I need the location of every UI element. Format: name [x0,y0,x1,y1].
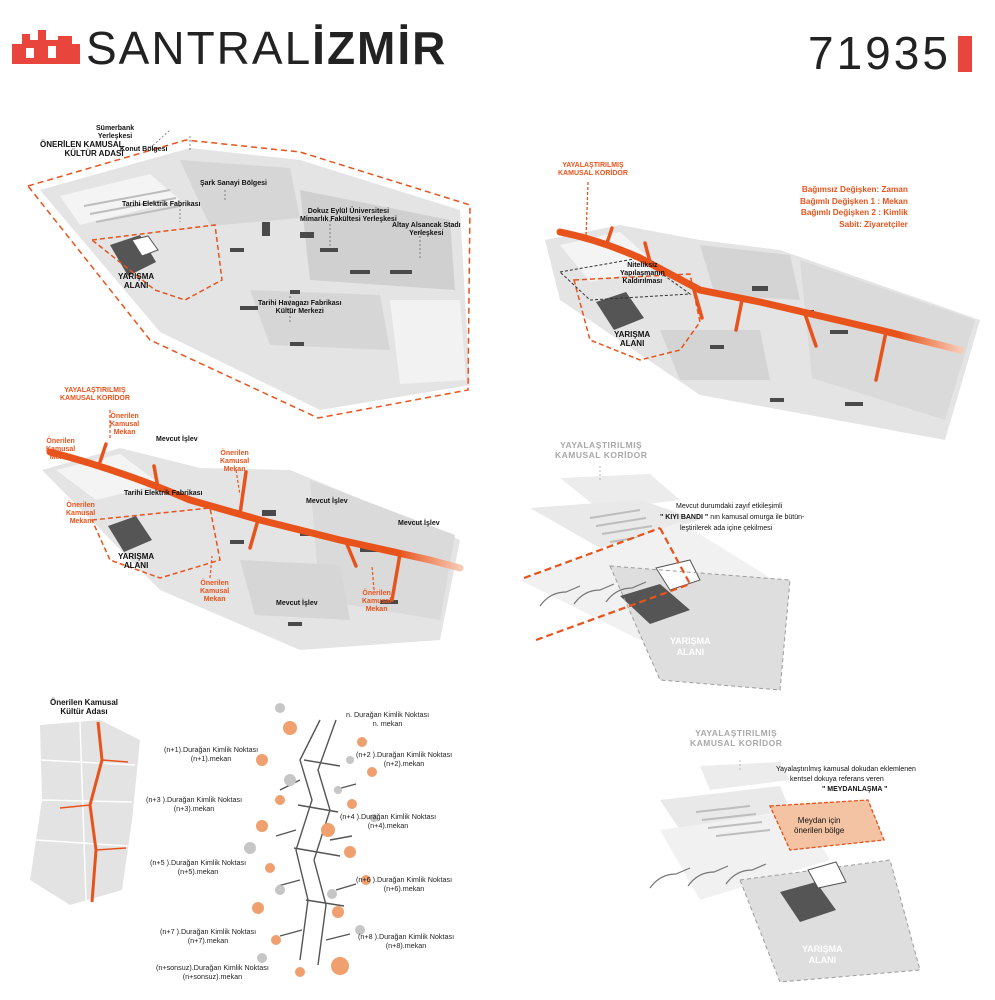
p3-onerilen-1: Önerilen Kamusal Mekan [110,413,140,436]
hypothesis-line: Bağımlı Değişken 2 : Kimlik [800,208,908,217]
p2-yarisma-label: YARIŞMA ALANI [614,330,651,348]
p2-corridor-label: YAYALAŞTIRILMIŞ KAMUSAL KORİDOR [558,162,628,177]
panel-2-map [545,181,980,440]
p5-point-n: n. Durağan Kimlik Noktası n. mekan [346,710,430,728]
p5-point-n1: (n+1).Durağan Kimlik Noktası (n+1).mekan [164,745,259,763]
logo-light-text: SANTRAL [86,22,313,74]
p3-onerilen-2: Önerilen Kamusal Mekan [46,438,76,461]
p3-tarihi-label: Tarihi Elektrik Fabrikası [124,490,203,497]
p6-desc-line2: kentsel dokuya referans veren [790,776,884,783]
p3-mevcut-1: Mevcut İşlev [156,436,198,443]
panel-5-map [30,703,378,977]
p4-desc-bold: " KIYI BANDI " [660,514,709,521]
hypothesis-line: Bağımsız Değişken: Zaman [801,185,908,194]
p5-point-n3: (n+3 ).Durağan Kimlik Noktası (n+3).meka… [146,795,243,813]
p5-point-n2: (n+2 ).Durağan Kimlik Noktası (n+2).meka… [356,750,453,768]
p4-corridor-label: YAYALAŞTIRILMIŞ KAMUSAL KORİDOR [555,440,648,460]
p1-label-sumerbank: Sümerbank Yerleşkesi [96,125,135,140]
p6-yarisma-label: YARIŞMA ALANI [802,944,843,965]
p3-onerilen-3: Önerilen Kamusal Mekan [220,450,250,473]
p5-point-nsonsuz: (n+sonsuz).Durağan Kimlik Noktası (n+son… [156,963,269,981]
p6-desc-line1: Yayalaştırılmış kamusal dokudan eklemlen… [776,766,916,773]
p3-mevcut-3: Mevcut İşlev [398,520,440,527]
p5-point-n8: (n+8 ).Durağan Kimlik Noktası (n+8).meka… [358,932,455,950]
p1-title: ÖNERİLEN KAMUSAL KÜLTÜR ADASI [40,140,124,158]
panel-6-map [649,760,921,983]
hypothesis-line: Sabit: Ziyaretçiler [839,219,908,229]
p4-desc-line1: Mevcut durumdaki zayıf etkileşimli [676,503,783,510]
p3-onerilen-6: Önerilen Kamusal Mekan [362,590,392,613]
p4-yarisma-label: YARIŞMA ALANI [670,636,711,657]
p5-point-n5: (n+5 ).Durağan Kimlik Noktası (n+5).meka… [150,858,247,876]
p1-label-tarihi: Tarihi Elektrik Fabrikası [122,201,201,208]
p5-point-n6: (n+6 ).Durağan Kimlik Noktası (n+6).meka… [356,875,453,893]
p4-desc-line2: nın kamusal omurga ile bütün- [708,514,805,521]
p5-point-n7: (n+7 ).Durağan Kimlik Noktası (n+7).meka… [160,927,257,945]
panel-1-map [26,129,471,419]
p5-title: Önerilen Kamusal Kültür Adası [50,698,119,716]
p3-mevcut-4: Mevcut İşlev [276,600,318,607]
logo-wordmark: SANTRALİZMİR [86,20,447,76]
p1-label-yarisma: YARIŞMA ALANI [118,272,155,290]
p3-onerilen-4: Önerilen Kamusal Mekan [66,502,96,525]
logo-icon [12,30,80,64]
logo-bold-text: İZMİR [312,22,448,74]
panel-3-map [42,410,464,650]
p3-mevcut-2: Mevcut İşlev [306,498,348,505]
hypothesis-line: Bağımlı Değişken 1 : Mekan [800,196,908,206]
p2-hypothesis: Bağımsız Değişken: Zaman Bağımlı Değişke… [800,184,908,230]
p1-label-altay: Altay Alsancak Stadı Yerleşkesi [392,222,461,237]
panel-4-map [520,466,791,691]
p1-label-konut: Konut Bölgesi [120,146,168,153]
p1-label-deu: Dokuz Eylül Üniversitesi Mimarlık Fakült… [300,208,397,223]
p6-meydan-label: Meydan için önerilen bölge [794,816,845,835]
p6-corridor-label: YAYALAŞTIRILMIŞ KAMUSAL KORİDOR [690,728,783,748]
p3-yarisma-label: YARIŞMA ALANI [118,552,155,570]
p3-onerilen-5: Önerilen Kamusal Mekan [200,580,230,603]
p3-corridor-label: YAYALAŞTIRILMIŞ KAMUSAL KORİDOR [60,387,130,402]
project-code: 71935 [808,27,951,79]
p1-label-sark: Şark Sanayi Bölgesi [200,180,267,187]
p6-desc-bold: " MEYDANLAŞMA " [822,786,888,793]
p2-niteliksiz-label: Niteliksiz Yapılaşmanın Kaldırılması [620,262,665,285]
p1-label-havagazi: Tarihi Havagazı Fabrikası Kültür Merkezi [258,300,342,315]
p4-desc-line3: leştirilerek ada içine çekilmesi [680,525,773,532]
code-accent [958,36,972,72]
p5-point-n4: (n+4 ).Durağan Kimlik Noktası (n+4).meka… [340,812,437,830]
